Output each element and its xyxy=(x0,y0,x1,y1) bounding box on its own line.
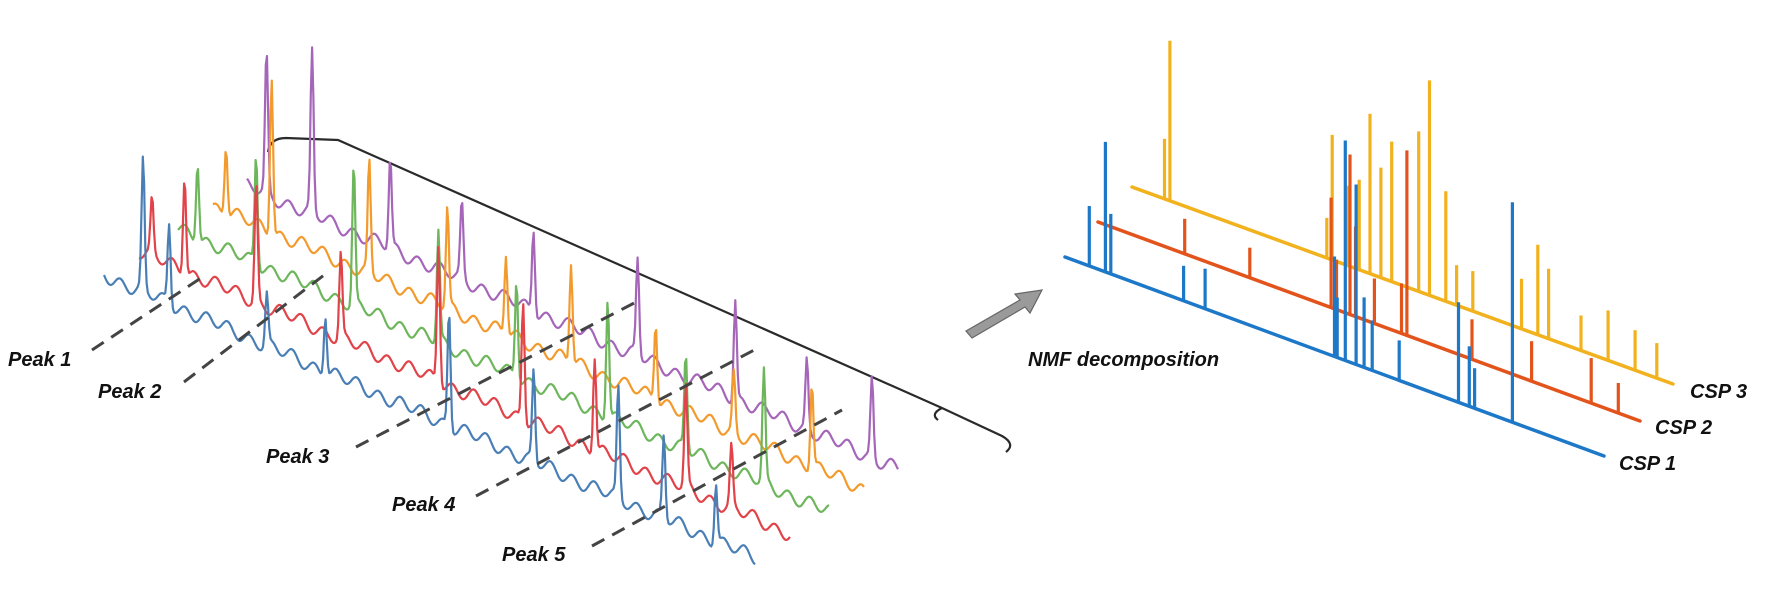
spectrum-trace-5 xyxy=(246,46,899,470)
bracket-tick xyxy=(933,407,943,421)
bracket-line xyxy=(266,136,1012,453)
peak-guide-5 xyxy=(591,408,843,548)
decomposition-arrow xyxy=(965,289,1044,339)
component-label-2: CSP 2 xyxy=(1655,417,1712,439)
peak-label-2: Peak 2 xyxy=(98,381,161,403)
peak-guide-2 xyxy=(183,270,329,384)
peak-labels: Peak 1 Peak 2 Peak 3 Peak 4 Peak 5 xyxy=(8,349,566,566)
spectrum-trace-2 xyxy=(138,182,791,542)
component-label-1: CSP 1 xyxy=(1619,453,1676,475)
peak-guide-4 xyxy=(475,345,761,498)
spectrum-trace-1 xyxy=(102,155,756,566)
peak-guide-3 xyxy=(355,298,641,449)
peak-label-3: Peak 3 xyxy=(266,446,329,468)
component-label-3: CSP 3 xyxy=(1690,381,1747,403)
component-labels: CSP 1 CSP 2 CSP 3 xyxy=(1619,381,1747,475)
component-baseline-2 xyxy=(1096,220,1642,423)
arrow-shape xyxy=(965,289,1044,339)
spectrum-trace-3 xyxy=(177,158,830,513)
spectra-stack xyxy=(102,46,899,566)
peak-label-1: Peak 1 xyxy=(8,349,71,371)
peak-label-5: Peak 5 xyxy=(502,544,566,566)
arrow-label: NMF decomposition xyxy=(1028,349,1219,371)
component-spectra xyxy=(1063,40,1675,458)
spectrum-trace-4 xyxy=(212,79,865,492)
spectra-bracket xyxy=(266,136,1012,453)
peak-label-4: Peak 4 xyxy=(392,494,455,516)
peak-guide-lines xyxy=(91,270,843,548)
